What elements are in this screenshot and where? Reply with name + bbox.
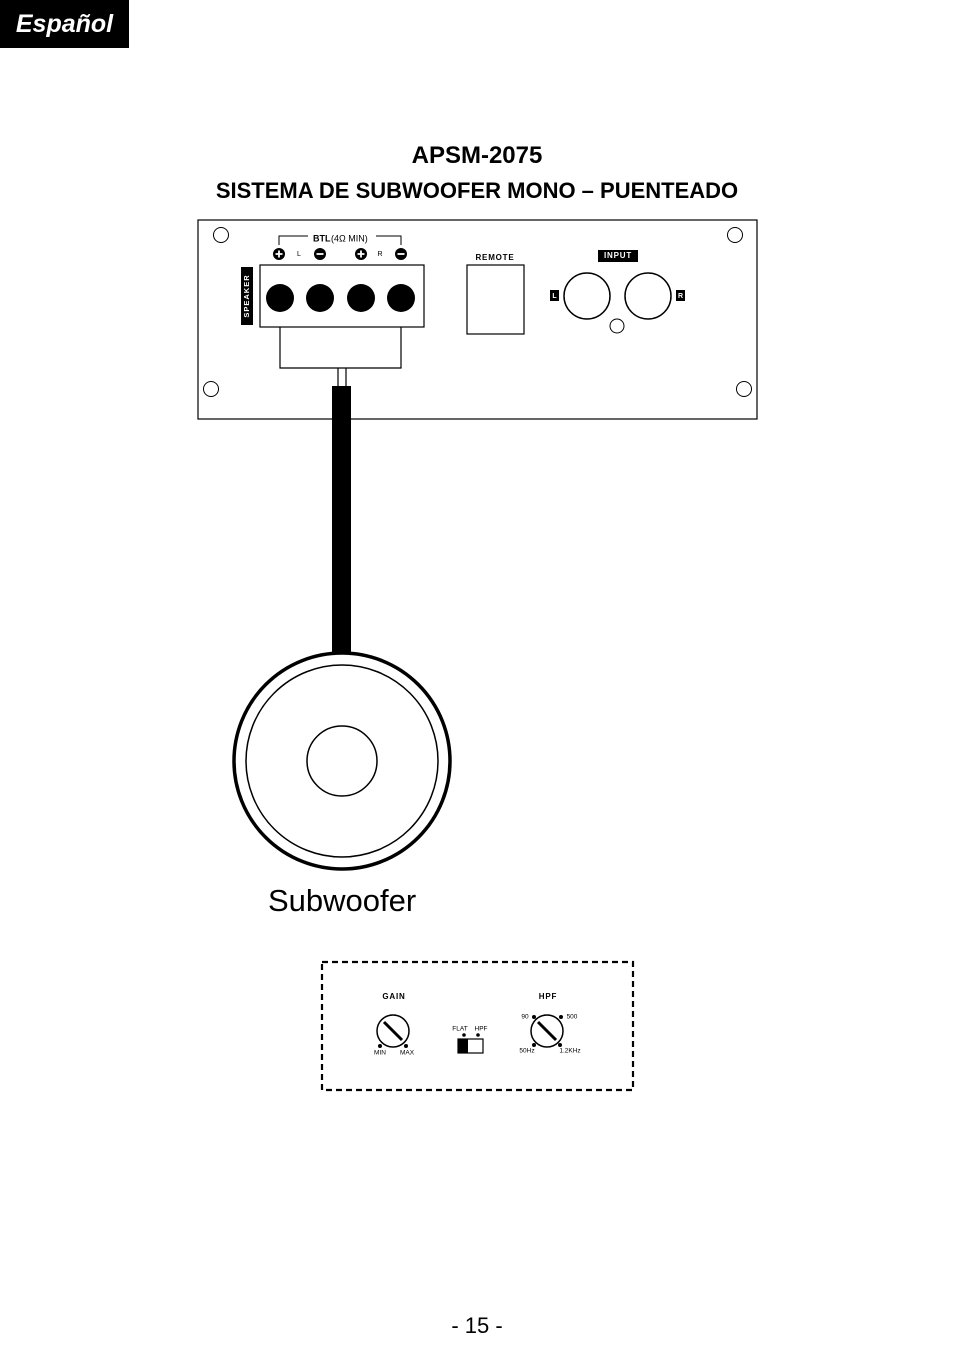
input-right-tab — [676, 290, 685, 301]
hpf-90-label: 90 — [521, 1014, 529, 1021]
input-left-label: L — [552, 293, 557, 300]
input-indicator — [609, 318, 625, 334]
remote-terminal — [466, 264, 525, 335]
model-title: APSM-2075 — [411, 142, 543, 169]
gain-max-label: MAX — [400, 1050, 415, 1057]
hpf-50hz-label: 50Hz — [519, 1048, 534, 1055]
flat-hpf-switch — [457, 1038, 484, 1054]
speaker-terminal — [387, 284, 415, 312]
gain-min-dot — [378, 1044, 382, 1048]
speaker-wiring — [279, 327, 402, 658]
minus-icon — [395, 248, 407, 260]
speaker-terminal — [347, 284, 375, 312]
speaker-label: SPEAKER — [242, 274, 251, 317]
switch-hpf-label: HPF — [475, 1026, 488, 1033]
gain-label: GAIN — [382, 992, 405, 1001]
gain-knob — [376, 1014, 410, 1048]
gain-min-label: MIN — [374, 1050, 386, 1057]
language-tab: Español — [0, 0, 129, 48]
plus-icon — [355, 248, 367, 260]
switch-hpf-dot — [476, 1033, 480, 1037]
amplifier-panel: BTL (4Ω MIN) L R SPEAKER REMOT — [197, 219, 758, 420]
mounting-screw — [727, 227, 743, 243]
speaker-terminal — [266, 284, 294, 312]
rca-input-left — [563, 272, 611, 320]
speaker-cable — [332, 386, 351, 658]
control-panel: GAIN MIN MAX FLAT HPF HPF 90 500 50Hz 1.… — [320, 960, 635, 1092]
mounting-screw — [213, 227, 229, 243]
hpf-50hz-dot — [532, 1043, 536, 1047]
hpf-label: HPF — [539, 992, 557, 1001]
page-number: - 15 - — [451, 1313, 503, 1338]
speaker-dust-cap — [306, 725, 378, 797]
subwoofer-speaker — [232, 651, 452, 871]
switch-flat-dot — [462, 1033, 466, 1037]
hpf-90-dot — [532, 1015, 536, 1019]
switch-flat-label: FLAT — [452, 1026, 467, 1033]
input-right-label: R — [678, 293, 683, 300]
hpf-500-dot — [559, 1015, 563, 1019]
hpf-500-label: 500 — [567, 1014, 578, 1021]
input-label: INPUT — [604, 251, 632, 260]
speaker-label-tab — [241, 267, 253, 325]
mounting-screw — [736, 381, 752, 397]
remote-label: REMOTE — [475, 253, 514, 262]
gain-max-dot — [404, 1044, 408, 1048]
btl-spec-label: (4Ω MIN) — [331, 233, 368, 243]
hpf-knob — [530, 1014, 564, 1048]
rca-input-right — [624, 272, 672, 320]
hpf-12khz-label: 1.2KHz — [559, 1048, 580, 1055]
btl-label: BTL — [313, 233, 331, 243]
minus-icon — [314, 248, 326, 260]
hpf-12khz-dot — [558, 1043, 562, 1047]
right-channel-label: R — [377, 251, 382, 258]
subwoofer-label: Subwoofer — [268, 883, 416, 918]
input-label-tab — [598, 250, 638, 262]
left-channel-label: L — [297, 251, 301, 258]
plus-icon — [273, 248, 285, 260]
mounting-screw — [203, 381, 219, 397]
speaker-terminal — [306, 284, 334, 312]
input-left-tab — [550, 290, 559, 301]
diagram-subtitle: SISTEMA DE SUBWOOFER MONO – PUENTEADO — [215, 178, 739, 203]
